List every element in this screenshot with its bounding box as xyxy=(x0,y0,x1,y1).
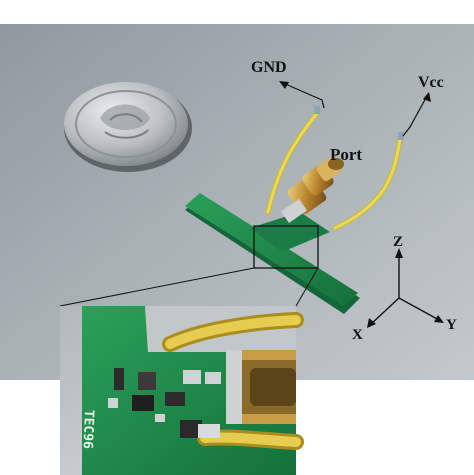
top-white-margin xyxy=(0,0,474,24)
axis-y-label: Y xyxy=(446,317,457,333)
port-label: Port xyxy=(330,145,363,164)
inset-zoom-photo xyxy=(60,306,304,475)
coin xyxy=(64,82,192,172)
coordinate-axes xyxy=(370,254,440,325)
vcc-label: Vcc xyxy=(418,74,444,91)
gnd-arrowhead xyxy=(279,81,289,89)
gnd-label: GND xyxy=(251,59,287,76)
axis-y-arrowhead xyxy=(434,315,444,323)
axis-z-arrowhead xyxy=(395,248,403,258)
vcc-arrow xyxy=(402,95,428,137)
zoom-line-right xyxy=(295,267,319,307)
axis-z-label: Z xyxy=(393,234,404,250)
zoom-box xyxy=(253,225,319,269)
vcc-arrowhead xyxy=(423,92,431,102)
gnd-wire-tip xyxy=(314,106,320,114)
pcb-board xyxy=(185,193,360,314)
pcb-marking-inset: TEC96 xyxy=(79,409,96,450)
axis-x-label: X xyxy=(352,327,363,343)
vcc-wire-tip xyxy=(398,132,404,140)
gnd-arrow xyxy=(282,82,325,109)
sma-connector xyxy=(280,156,344,224)
zoom-line-left xyxy=(59,267,255,307)
axis-x-arrowhead xyxy=(367,318,376,328)
